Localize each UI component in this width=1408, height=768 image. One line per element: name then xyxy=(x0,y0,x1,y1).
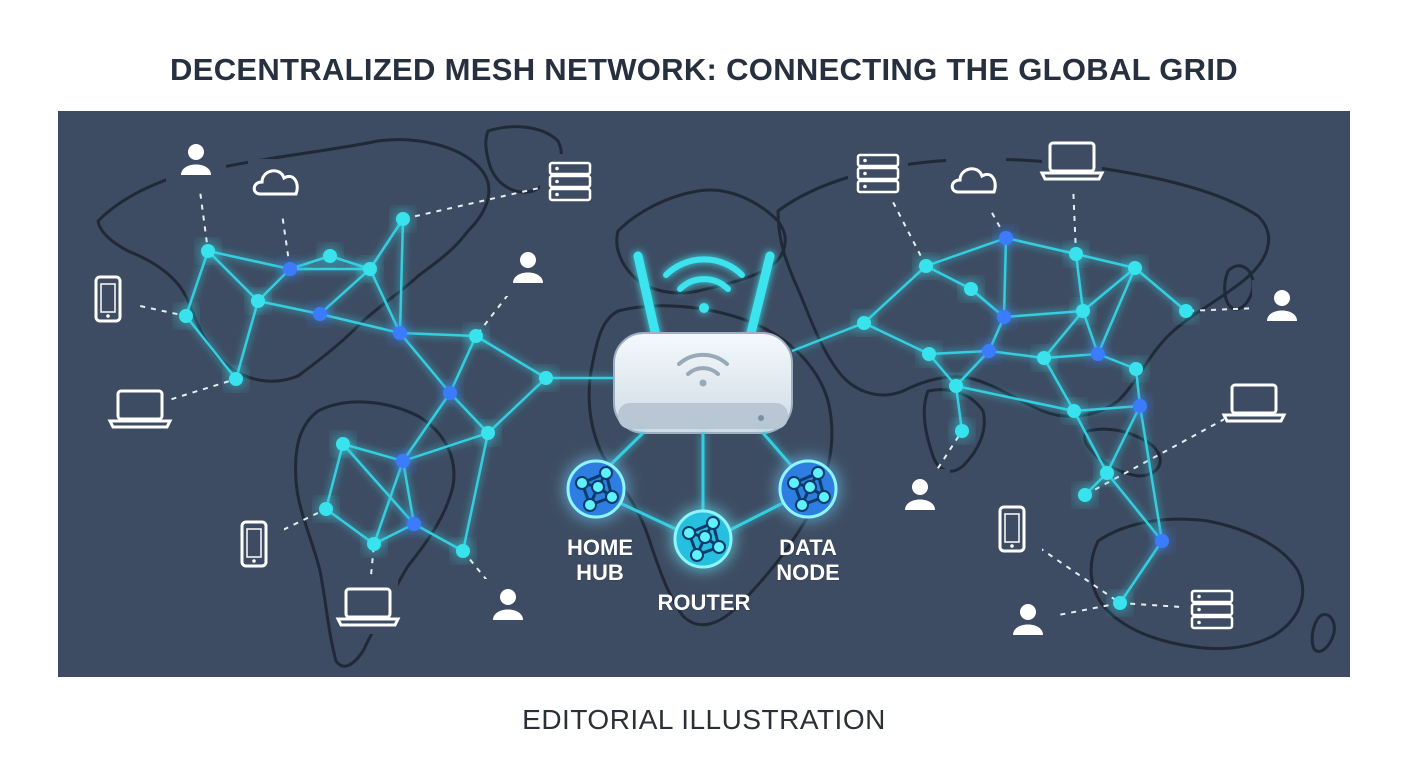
server-icon xyxy=(1182,582,1242,636)
user-icon xyxy=(998,594,1058,648)
phone-icon xyxy=(224,517,284,571)
mesh-node xyxy=(407,517,421,531)
mesh-node xyxy=(393,326,407,340)
mesh-node xyxy=(363,262,377,276)
data-node-label-line1: DATA xyxy=(779,535,837,560)
phone-icon xyxy=(982,502,1042,556)
mesh-node xyxy=(997,310,1011,324)
router-base xyxy=(618,403,788,429)
mesh-node xyxy=(857,316,871,330)
mesh-node xyxy=(1078,488,1092,502)
server-icon xyxy=(540,154,600,208)
mesh-node xyxy=(1129,362,1143,376)
laptop-icon xyxy=(1221,376,1287,430)
world-map-panel: HOME HUB ROUTER DATA NODE xyxy=(58,111,1350,677)
mesh-node xyxy=(336,437,350,451)
server-icon xyxy=(848,146,908,200)
mesh-node xyxy=(1100,466,1114,480)
mesh-node xyxy=(456,544,470,558)
mesh-node xyxy=(1133,399,1147,413)
mesh-node xyxy=(201,244,215,258)
mesh-node xyxy=(919,259,933,273)
mesh-node xyxy=(955,424,969,438)
india-outline xyxy=(922,388,986,473)
figure-caption: EDITORIAL ILLUSTRATION xyxy=(522,704,886,735)
mesh-node xyxy=(999,231,1013,245)
mesh-nodes xyxy=(179,212,1193,610)
wifi-signal-icon xyxy=(663,256,745,313)
mesh-node xyxy=(1069,247,1083,261)
hub-icons xyxy=(566,459,838,569)
router-led xyxy=(758,415,764,421)
new-zealand-outline xyxy=(1310,613,1336,653)
mesh-node xyxy=(319,502,333,516)
mesh-node xyxy=(1128,261,1142,275)
mesh-node xyxy=(481,426,495,440)
data-node-hub-icon xyxy=(778,459,838,519)
mesh-node xyxy=(982,344,996,358)
southeast-asia-outline xyxy=(1083,427,1162,478)
router-label: ROUTER xyxy=(658,590,751,615)
mesh-node xyxy=(179,309,193,323)
mesh-node xyxy=(367,537,381,551)
user-icon xyxy=(478,579,538,633)
mesh-node xyxy=(313,307,327,321)
user-icon xyxy=(498,242,558,296)
cloud-icon xyxy=(248,159,308,213)
mesh-node xyxy=(1037,351,1051,365)
laptop-icon xyxy=(1039,134,1105,188)
user-icon xyxy=(1252,280,1312,334)
mesh-node xyxy=(443,386,457,400)
router-hub-icon xyxy=(673,509,733,569)
mesh-node xyxy=(1155,534,1169,548)
greenland-outline xyxy=(484,125,563,194)
router-antenna-left xyxy=(633,251,663,350)
home-hub-label-line1: HOME xyxy=(567,535,633,560)
user-icon xyxy=(166,134,226,188)
data-node-label-line2: NODE xyxy=(776,560,840,585)
mesh-node xyxy=(396,212,410,226)
mesh-node xyxy=(251,294,265,308)
mesh-node xyxy=(1076,304,1090,318)
phone-icon xyxy=(78,272,138,326)
mesh-node xyxy=(323,249,337,263)
mesh-node xyxy=(1113,596,1127,610)
mesh-node xyxy=(396,454,410,468)
mesh-node xyxy=(949,379,963,393)
mesh-node xyxy=(964,282,978,296)
africa-outline xyxy=(587,304,834,627)
north-america-outline xyxy=(96,138,491,383)
mesh-node xyxy=(1091,347,1105,361)
mesh-node xyxy=(469,329,483,343)
home-hub-icon xyxy=(566,459,626,519)
network-devices xyxy=(78,134,1312,648)
router-wifi-icon xyxy=(677,352,729,387)
laptop-icon xyxy=(335,580,401,634)
laptop-icon xyxy=(107,382,173,436)
mesh-node xyxy=(1067,404,1081,418)
mesh-node xyxy=(283,262,297,276)
mesh-node xyxy=(922,347,936,361)
mesh-node xyxy=(1179,304,1193,318)
page-title: DECENTRALIZED MESH NETWORK: CONNECTING T… xyxy=(170,52,1238,87)
router-antenna-right xyxy=(743,251,775,350)
mesh-node xyxy=(229,372,243,386)
cloud-icon xyxy=(946,157,1006,211)
home-hub-label-line2: HUB xyxy=(576,560,624,585)
mesh-network-map: HOME HUB ROUTER DATA NODE xyxy=(78,125,1336,668)
australia-outline xyxy=(1089,517,1305,651)
user-icon xyxy=(890,469,950,523)
central-router xyxy=(613,251,793,434)
japan-outline xyxy=(1223,264,1255,311)
mesh-links xyxy=(184,218,1187,604)
mesh-node xyxy=(539,371,553,385)
